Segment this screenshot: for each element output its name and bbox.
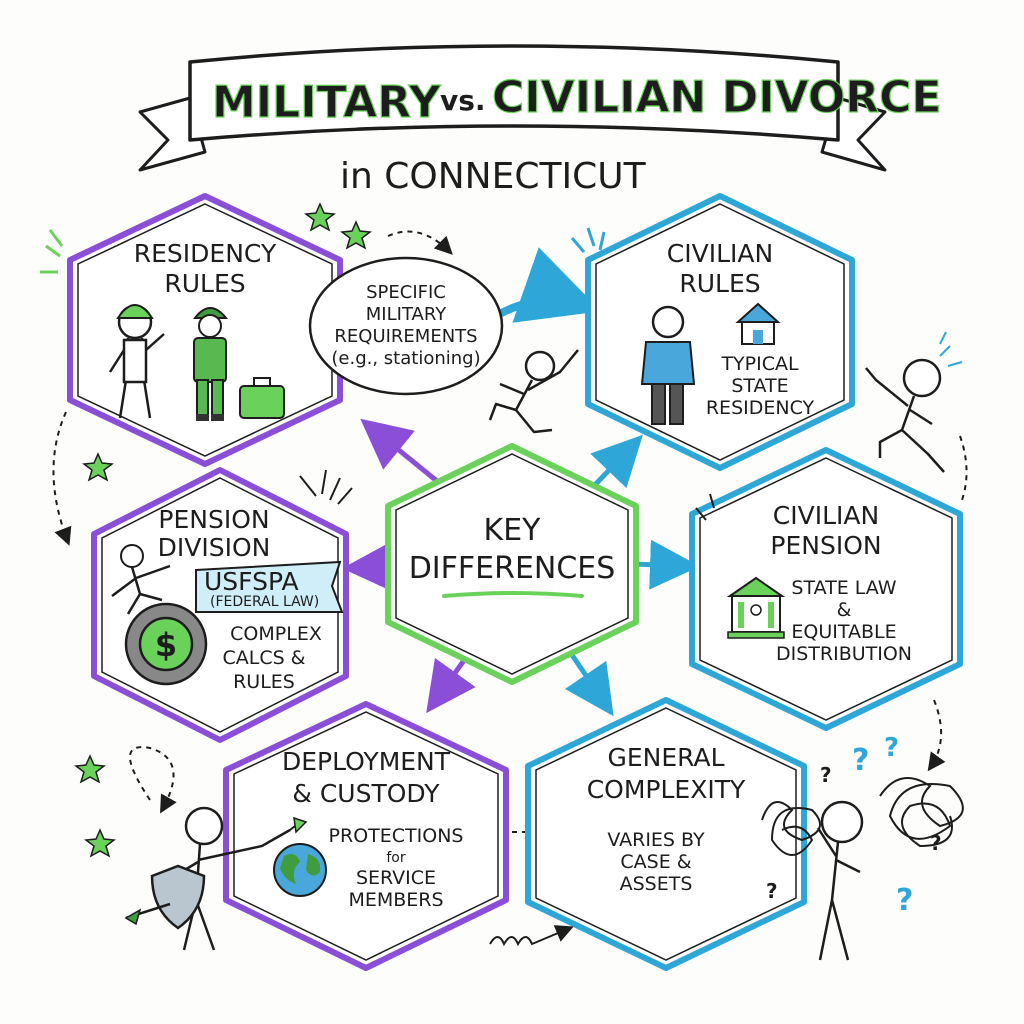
civilian-pension-heading-2: PENSION: [770, 531, 881, 560]
pension-division-heading-2: DIVISION: [158, 533, 271, 562]
residency-heading-2: RULES: [164, 269, 245, 298]
arrow-to-civilian-rules: [590, 434, 643, 490]
key-differences-line-1: KEY: [484, 513, 542, 548]
dollar-icon: $: [155, 626, 177, 664]
pension-division-body-2: CALCS &: [222, 647, 305, 669]
dotted-path-right: [927, 699, 946, 772]
node-residency-rules: RESIDENCY RULES: [67, 193, 343, 467]
globe-icon: [273, 843, 327, 897]
callout-line-3: REQUIREMENTS: [334, 326, 477, 347]
pension-division-heading-1: PENSION: [158, 505, 269, 534]
courthouse-icon: [726, 576, 786, 639]
spark-lines-right-mid: [695, 493, 715, 521]
pension-division-body-1: COMPLEX: [230, 623, 322, 645]
title-vs: vs.: [440, 84, 486, 117]
swirl-bottom: [489, 925, 574, 947]
civilian-pension-body-4: DISTRIBUTION: [776, 643, 912, 665]
node-pension-division: PENSION DIVISION USFSPA (FEDERAL LAW) $ …: [91, 467, 349, 743]
subtitle: in CONNECTICUT: [340, 156, 647, 197]
deployment-body-2: for: [386, 850, 405, 866]
civilian-pension-heading-1: CIVILIAN: [773, 501, 879, 530]
deployment-heading-1: DEPLOYMENT: [282, 747, 451, 776]
pointing-stick-figure-icon: [865, 331, 963, 473]
callout-arrow-right: [489, 247, 602, 323]
callout-line-2: MILITARY: [366, 304, 447, 325]
key-differences-line-2: DIFFERENCES: [409, 551, 616, 586]
star-icon-1: [304, 202, 336, 232]
residency-heading-1: RESIDENCY: [134, 239, 277, 268]
question-mark-icon-2: ?: [884, 733, 899, 763]
question-mark-icon-1: ?: [852, 743, 869, 778]
question-mark-icon-5: ?: [766, 879, 778, 903]
federal-law-label: (FEDERAL LAW): [210, 594, 319, 610]
civilian-pension-body-1: STATE LAW: [791, 577, 896, 599]
node-general-complexity: GENERAL COMPLEXITY VARIES BY CASE & ASSE…: [525, 697, 807, 971]
star-icon-5: [84, 828, 116, 858]
confused-stick-figure-icon: ? ? ? ? ? ?: [761, 733, 964, 961]
deployment-body-4: MEMBERS: [348, 889, 443, 911]
deployment-heading-2: & CUSTODY: [292, 779, 440, 808]
suitcase-icon: [239, 377, 285, 419]
node-deployment-custody: DEPLOYMENT & CUSTODY PROTECTIONS for SER…: [223, 701, 509, 971]
usfspa-label: USFSPA: [204, 567, 299, 596]
soldier-stick-figure-icon: [108, 304, 165, 419]
climbing-stick-figure-icon: [111, 544, 171, 615]
deployment-body-3: SERVICE: [356, 867, 436, 889]
pension-division-body-3: RULES: [233, 671, 295, 693]
complexity-body-3: ASSETS: [620, 873, 693, 895]
callout-line-1: SPECIFIC: [366, 282, 446, 303]
house-icon: [735, 302, 781, 345]
key-underline: [442, 591, 584, 598]
dotted-path-deploy: [129, 746, 177, 814]
callout-line-4: (e.g., stationing): [331, 348, 480, 369]
civilian-pension-body-3: EQUITABLE: [791, 621, 896, 643]
spark-lines-mid: [299, 469, 353, 505]
decorative-stars: [40, 202, 715, 947]
complexity-heading-2: COMPLEXITY: [587, 775, 746, 804]
title-military: MILITARY: [212, 77, 442, 128]
civilian-man-icon: [640, 305, 696, 425]
title-civilian-divorce: CIVILIAN DIVORCE: [492, 72, 942, 123]
title-banner: MILITARY vs. CIVILIAN DIVORCE in CONNECT…: [138, 44, 942, 197]
civilian-rules-body-2: STATE: [731, 375, 788, 397]
question-mark-icon-6: ?: [930, 831, 942, 855]
dotted-path-left: [52, 411, 72, 546]
scribble-cloud-right: [879, 777, 964, 848]
civilian-rules-heading-2: RULES: [679, 269, 760, 298]
callout-military-requirements: SPECIFIC MILITARY REQUIREMENTS (e.g., st…: [308, 256, 504, 396]
dotted-path-right-top: [959, 435, 968, 501]
civilian-rules-body-3: RESIDENCY: [706, 397, 815, 419]
node-civilian-rules: CIVILIAN RULES TYPICAL STATE RESIDENCY: [585, 193, 855, 471]
gear-icon: $: [124, 602, 208, 686]
arrow-to-residency: [360, 418, 450, 492]
question-mark-icon-4: ?: [896, 883, 913, 918]
running-stick-figure-icon: [488, 349, 579, 434]
node-key-differences: KEY DIFFERENCES: [385, 443, 639, 685]
civilian-pension-body-2: &: [837, 599, 852, 621]
scribble-cloud-left: [761, 801, 821, 856]
shield-stick-figure-icon: [124, 806, 308, 951]
complexity-body-2: CASE &: [620, 851, 691, 873]
node-civilian-pension: CIVILIAN PENSION STATE LAW & EQUITABLE D…: [689, 447, 963, 731]
star-icon-3: [82, 452, 114, 482]
complexity-body-1: VARIES BY: [607, 829, 705, 851]
civilian-rules-body-1: TYPICAL: [720, 353, 799, 375]
spark-lines-top-right: [570, 227, 606, 253]
star-icon-4: [74, 754, 106, 784]
arrow-to-complexity: [564, 650, 614, 717]
civilian-rules-heading-1: CIVILIAN: [667, 239, 773, 268]
dotted-path-top: [387, 230, 453, 255]
star-icon-2: [340, 220, 372, 250]
spark-lines-top-left: [40, 229, 64, 274]
soldier-in-uniform-icon: [192, 307, 229, 421]
arrow-to-civilian-pension: [631, 539, 700, 590]
complexity-heading-1: GENERAL: [607, 743, 724, 772]
question-mark-icon-3: ?: [820, 763, 832, 787]
usfspa-flag-banner: USFSPA (FEDERAL LAW): [195, 560, 344, 613]
deployment-body-1: PROTECTIONS: [329, 825, 464, 847]
